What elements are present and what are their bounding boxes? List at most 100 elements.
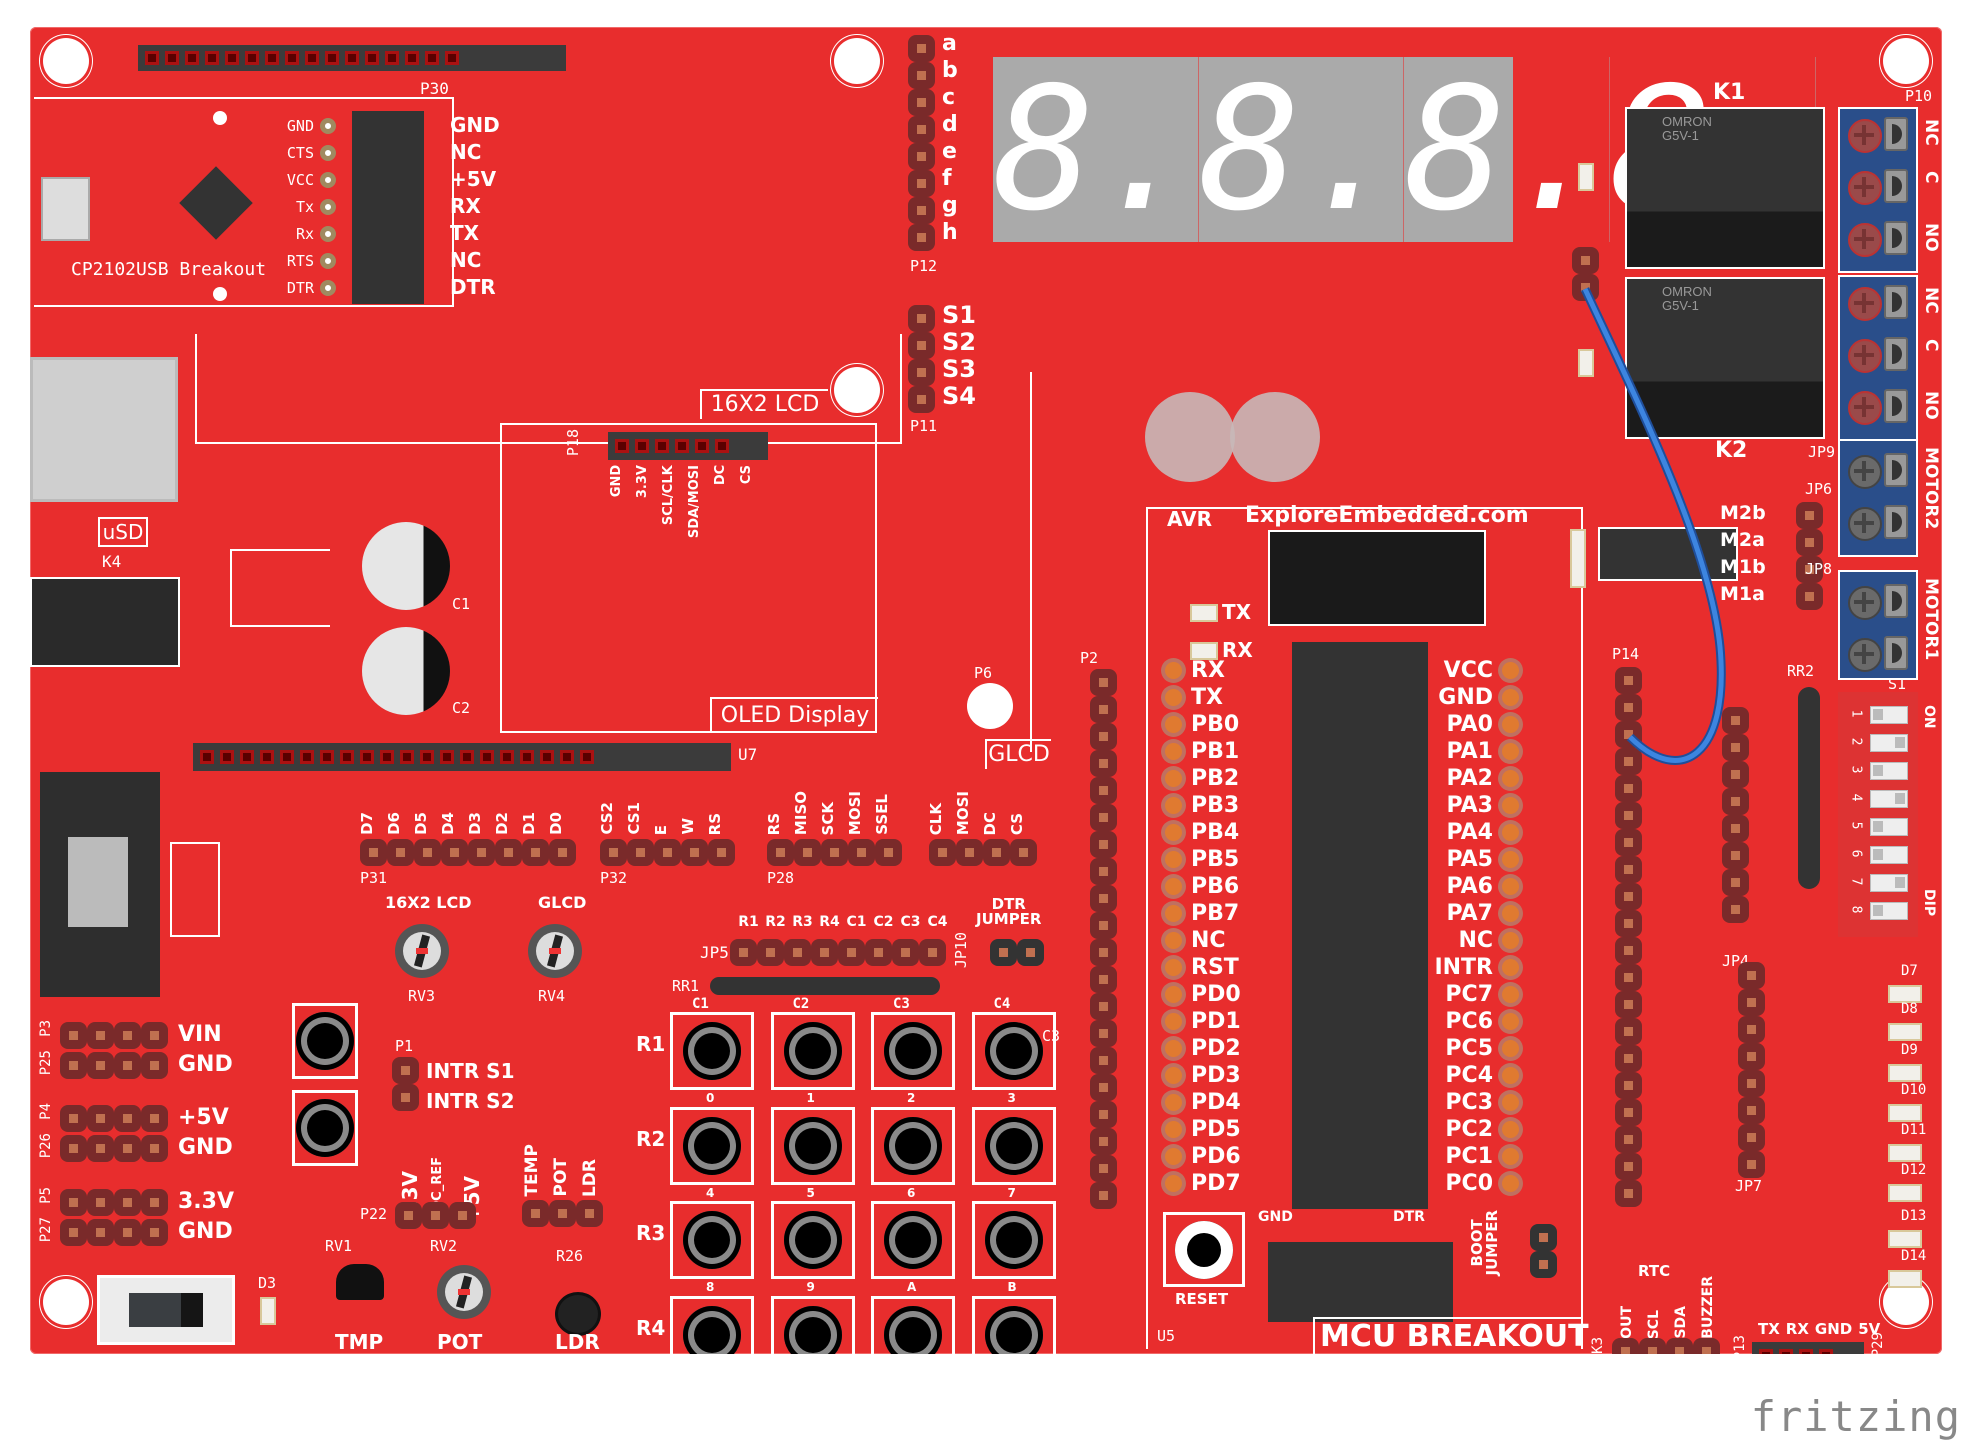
keypad-key-6[interactable] [871,1106,955,1185]
power-header-p3[interactable] [60,1022,168,1049]
motor-terminal-2[interactable] [1838,570,1918,680]
dip-switch-7[interactable] [1870,874,1908,892]
header-pin[interactable] [892,939,919,966]
header-pin[interactable] [280,750,294,764]
mcu-pin-pa6[interactable]: PA6 [1447,873,1524,900]
header-pin[interactable] [1722,788,1749,815]
header-glcd-spi[interactable] [929,839,1037,866]
mcu-pin-pb5[interactable]: PB5 [1160,846,1239,873]
lcd-16x2-header[interactable] [138,45,566,71]
potentiometer-rv2[interactable] [437,1265,491,1319]
mcu-pin-pa4[interactable]: PA4 [1447,819,1524,846]
header-pin[interactable] [1615,1180,1642,1207]
header-pin[interactable] [1738,962,1765,989]
mcu-pin-pb6[interactable]: PB6 [1160,873,1239,900]
motor-terminal-1[interactable] [1838,439,1918,557]
relay-terminal-2[interactable] [1838,275,1918,441]
header-pin[interactable] [1090,939,1117,966]
header-pin[interactable] [848,839,875,866]
contrast-pot-rv4[interactable] [528,924,582,978]
motor-header[interactable] [1796,502,1823,610]
keypad-key-0[interactable] [670,1012,754,1090]
header-pin[interactable] [838,939,865,966]
header-pin[interactable] [1090,912,1117,939]
mcu-pin-vcc[interactable]: VCC [1444,657,1524,684]
header-pin[interactable] [1738,1097,1765,1124]
keypad-key-4[interactable] [670,1106,754,1185]
header-P31[interactable] [360,839,576,866]
header-pin[interactable] [260,750,274,764]
mcu-pin-pd5[interactable]: PD5 [1160,1116,1241,1143]
header-pin[interactable] [908,170,935,197]
keypad-key-C[interactable] [670,1295,754,1354]
header-pin[interactable] [1722,761,1749,788]
interrupt-header[interactable] [392,1057,419,1111]
header-pin[interactable] [1759,1349,1773,1354]
header-pin[interactable] [405,51,419,65]
header-pin[interactable] [1738,1070,1765,1097]
header-pin[interactable] [1722,896,1749,923]
header-pin[interactable] [908,332,935,359]
cp2102-pin[interactable]: Rx [270,221,370,247]
keypad-key-9[interactable] [770,1201,855,1279]
header-pin[interactable] [1615,964,1642,991]
header-pin[interactable] [1615,910,1642,937]
dip-switch-3[interactable] [1870,762,1908,780]
header-pin[interactable] [1090,1182,1117,1209]
header-pin[interactable] [60,1189,87,1216]
header-pin[interactable] [655,439,669,453]
header-pin[interactable] [560,750,574,764]
header-pin[interactable] [141,1189,168,1216]
header-pin[interactable] [681,839,708,866]
header-pin[interactable] [919,939,946,966]
header-pin[interactable] [480,750,494,764]
mcu-pin-pb1[interactable]: PB1 [1160,738,1239,765]
header-pin[interactable] [540,750,554,764]
header-pin[interactable] [1722,734,1749,761]
header-pin[interactable] [1615,829,1642,856]
header-pin[interactable] [1615,1045,1642,1072]
header-pin[interactable] [1090,1128,1117,1155]
header-pin[interactable] [60,1022,87,1049]
header-pin[interactable] [908,143,935,170]
interrupt-button-s2[interactable] [292,1090,358,1166]
header-pin[interactable] [265,51,279,65]
header-pin[interactable] [1090,858,1117,885]
mcu-pin-pb0[interactable]: PB0 [1160,711,1239,738]
header-pin[interactable] [1738,1124,1765,1151]
keypad-key-E[interactable] [871,1295,955,1354]
mcu-pin-pc0[interactable]: PC0 [1445,1170,1524,1197]
header-pin[interactable] [549,839,576,866]
mcu-pin-pc7[interactable]: PC7 [1445,981,1524,1008]
header-pin[interactable] [245,51,259,65]
header-pin[interactable] [340,750,354,764]
mcu-pin-pd3[interactable]: PD3 [1160,1062,1241,1089]
header-pin[interactable] [468,839,495,866]
header-pin[interactable] [305,51,319,65]
mcu-pin-pb2[interactable]: PB2 [1160,765,1239,792]
p2-header[interactable] [1090,669,1117,1209]
header-pin[interactable] [1090,1155,1117,1182]
header-pin[interactable] [929,839,956,866]
uart-header[interactable] [1752,1342,1864,1354]
header-pin[interactable] [908,116,935,143]
mcu-pin-pd2[interactable]: PD2 [1160,1035,1241,1062]
header-pin[interactable] [220,750,234,764]
jp7-header[interactable] [1738,962,1765,1178]
segment-header[interactable] [908,35,935,251]
header-pin[interactable] [1738,1151,1765,1178]
header-pin[interactable] [60,1052,87,1079]
digit-select-header[interactable] [908,305,935,413]
header-pin[interactable] [380,750,394,764]
header-pin[interactable] [784,939,811,966]
keypad-key-B[interactable] [971,1201,1056,1279]
header-pin[interactable] [345,51,359,65]
header-pin[interactable] [325,51,339,65]
header-pin[interactable] [1799,1349,1813,1354]
header-pin[interactable] [414,839,441,866]
header-pin[interactable] [387,839,414,866]
header-pin[interactable] [1090,696,1117,723]
header-pin[interactable] [425,51,439,65]
header-pin[interactable] [675,439,689,453]
